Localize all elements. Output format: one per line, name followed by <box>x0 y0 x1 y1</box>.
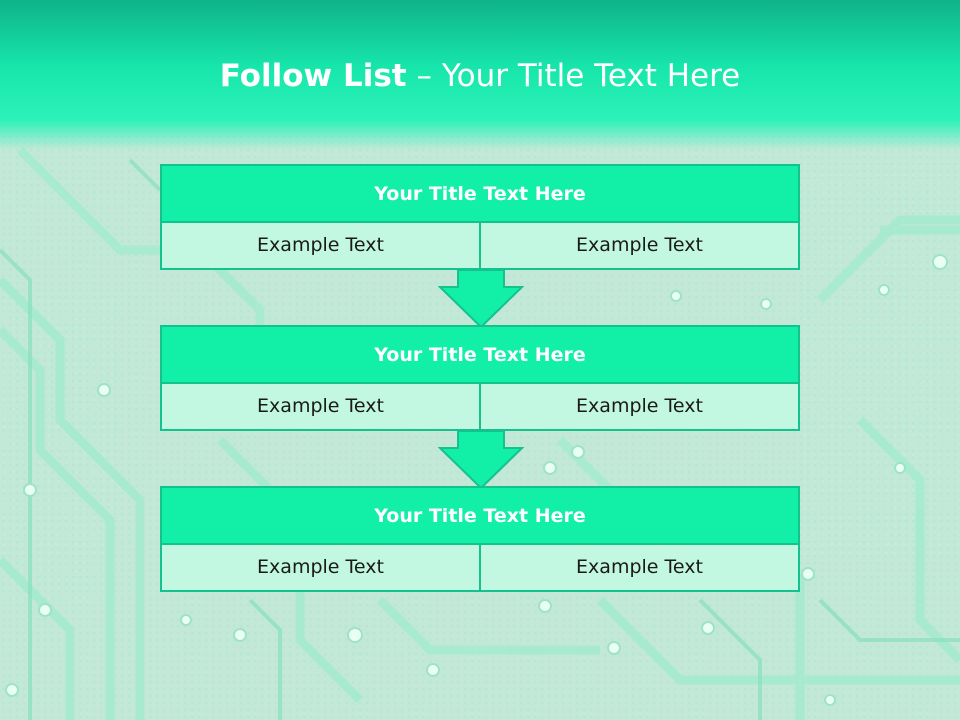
list-block-cell-right: Example Text <box>479 545 798 590</box>
list-block-cell-left: Example Text <box>162 223 479 268</box>
slide-title-bold: Follow List <box>219 58 407 94</box>
slide-title: Follow List – Your Title Text Here <box>0 54 960 98</box>
list-block-cell-right: Example Text <box>479 384 798 429</box>
list-block-cell-left: Example Text <box>162 545 479 590</box>
down-arrow-icon <box>438 270 524 328</box>
list-block-cell-right: Example Text <box>479 223 798 268</box>
list-block-title: Your Title Text Here <box>162 488 798 545</box>
list-block-3: Your Title Text Here Example Text Exampl… <box>160 486 800 592</box>
list-block-2: Your Title Text Here Example Text Exampl… <box>160 325 800 431</box>
list-block-title: Your Title Text Here <box>162 327 798 384</box>
list-block-row: Example Text Example Text <box>162 545 798 590</box>
list-block-1: Your Title Text Here Example Text Exampl… <box>160 164 800 270</box>
list-block-title: Your Title Text Here <box>162 166 798 223</box>
list-block-row: Example Text Example Text <box>162 223 798 268</box>
down-arrow-icon <box>438 431 524 489</box>
slide-header <box>0 0 960 150</box>
list-block-cell-left: Example Text <box>162 384 479 429</box>
slide-title-rest: – Your Title Text Here <box>406 58 741 94</box>
list-block-row: Example Text Example Text <box>162 384 798 429</box>
